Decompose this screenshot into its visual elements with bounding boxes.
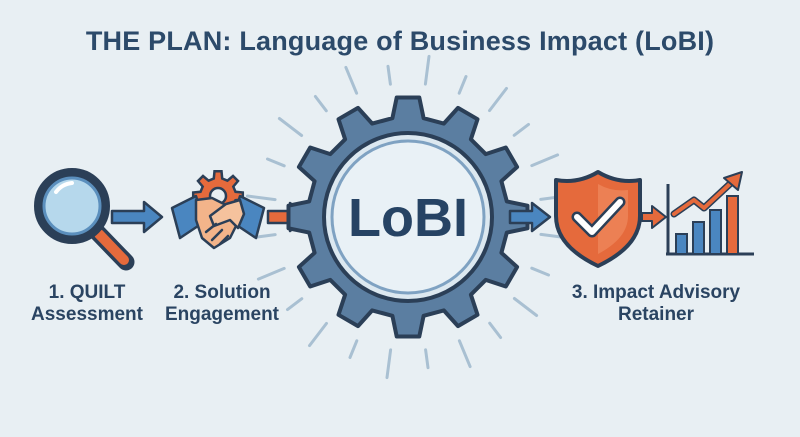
step-2-title: 2. Solution bbox=[173, 282, 271, 303]
handshake-gear-icon bbox=[170, 169, 266, 250]
arrow-1-to-2 bbox=[110, 200, 164, 234]
ray bbox=[256, 266, 286, 281]
ray bbox=[277, 117, 304, 137]
ray bbox=[512, 122, 530, 137]
ray bbox=[530, 153, 560, 168]
ray bbox=[308, 321, 328, 348]
ray bbox=[255, 233, 277, 239]
ray bbox=[344, 65, 359, 95]
ray bbox=[386, 64, 392, 86]
ray bbox=[286, 297, 304, 312]
gear-rays bbox=[245, 54, 571, 380]
ray bbox=[488, 86, 508, 113]
center-label: LoBI bbox=[348, 188, 468, 248]
ray bbox=[424, 348, 430, 370]
arrow-shield-to-chart bbox=[641, 205, 667, 229]
ray bbox=[245, 194, 277, 202]
step-3-subtitle: Retainer bbox=[617, 304, 695, 325]
shield-check-icon bbox=[554, 170, 642, 268]
step-1-title: 1. QUILT bbox=[48, 282, 126, 303]
step-1-subtitle: Assessment bbox=[31, 304, 143, 325]
ray bbox=[457, 75, 468, 95]
magnifying-glass-icon bbox=[34, 168, 135, 271]
ray bbox=[512, 297, 539, 317]
ray bbox=[266, 157, 286, 168]
ray bbox=[348, 339, 359, 359]
ray bbox=[530, 266, 550, 277]
step-2-subtitle: Engagement bbox=[164, 304, 280, 325]
step-1-label: 1. QUILT Assessment bbox=[22, 282, 152, 326]
growth-chart-icon bbox=[666, 171, 754, 256]
lobi-gear-icon bbox=[286, 95, 530, 339]
ray bbox=[423, 54, 431, 86]
ray bbox=[313, 95, 328, 113]
ray bbox=[385, 348, 393, 380]
page-title: THE PLAN: Language of Business Impact (L… bbox=[85, 26, 715, 56]
arrow-center-to-3 bbox=[508, 201, 552, 233]
ray bbox=[488, 321, 503, 339]
step-2-label: 2. Solution Engagement bbox=[152, 282, 292, 326]
ray bbox=[457, 339, 472, 369]
step-3-title: 3. Impact Advisory bbox=[571, 282, 741, 303]
step-3-label: 3. Impact Advisory Retainer bbox=[556, 282, 756, 326]
